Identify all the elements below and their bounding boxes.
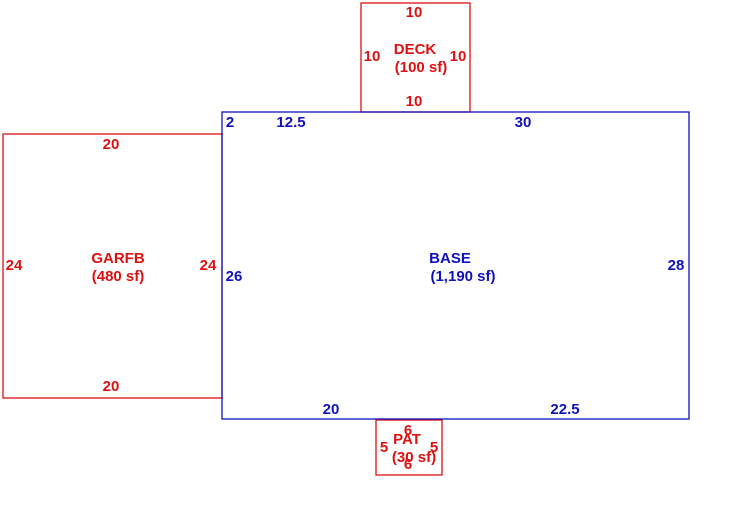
garfb-name: GARFB [91, 250, 144, 267]
base-outline [221, 111, 690, 420]
deck-dim-bottom: 10 [406, 93, 423, 110]
garfb-dim-right: 24 [200, 257, 217, 274]
deck-name: DECK [394, 41, 437, 58]
garfb-area: (480 sf) [92, 268, 145, 285]
deck-dim-left: 10 [364, 48, 381, 65]
pat-name: PAT [393, 431, 421, 448]
garfb-dim-bottom: 20 [103, 378, 120, 395]
base-dim-bottom-b: 22.5 [550, 401, 579, 418]
base-dim-left: 26 [226, 268, 243, 285]
pat-dim-left: 5 [380, 439, 388, 456]
pat-outline [375, 419, 443, 476]
pat-dim-right: 5 [430, 439, 438, 456]
base-area: (1,190 sf) [430, 268, 495, 285]
base-dim-top-a: 2 [226, 114, 234, 131]
base-dim-right: 28 [668, 257, 685, 274]
deck-dim-right: 10 [450, 48, 467, 65]
deck-area: (100 sf) [395, 59, 448, 76]
garfb-dim-top: 20 [103, 136, 120, 153]
base-dim-top-c: 30 [515, 114, 532, 131]
garfb-dim-left: 24 [6, 257, 23, 274]
pat-area: (30 sf) [392, 449, 436, 466]
base-dim-bottom-a: 20 [323, 401, 340, 418]
base-dim-top-b: 12.5 [276, 114, 305, 131]
base-name: BASE [429, 250, 471, 267]
deck-dim-top: 10 [406, 4, 423, 21]
pat-dim-bottom: 6 [404, 456, 412, 473]
pat-dim-top: 6 [404, 422, 412, 439]
